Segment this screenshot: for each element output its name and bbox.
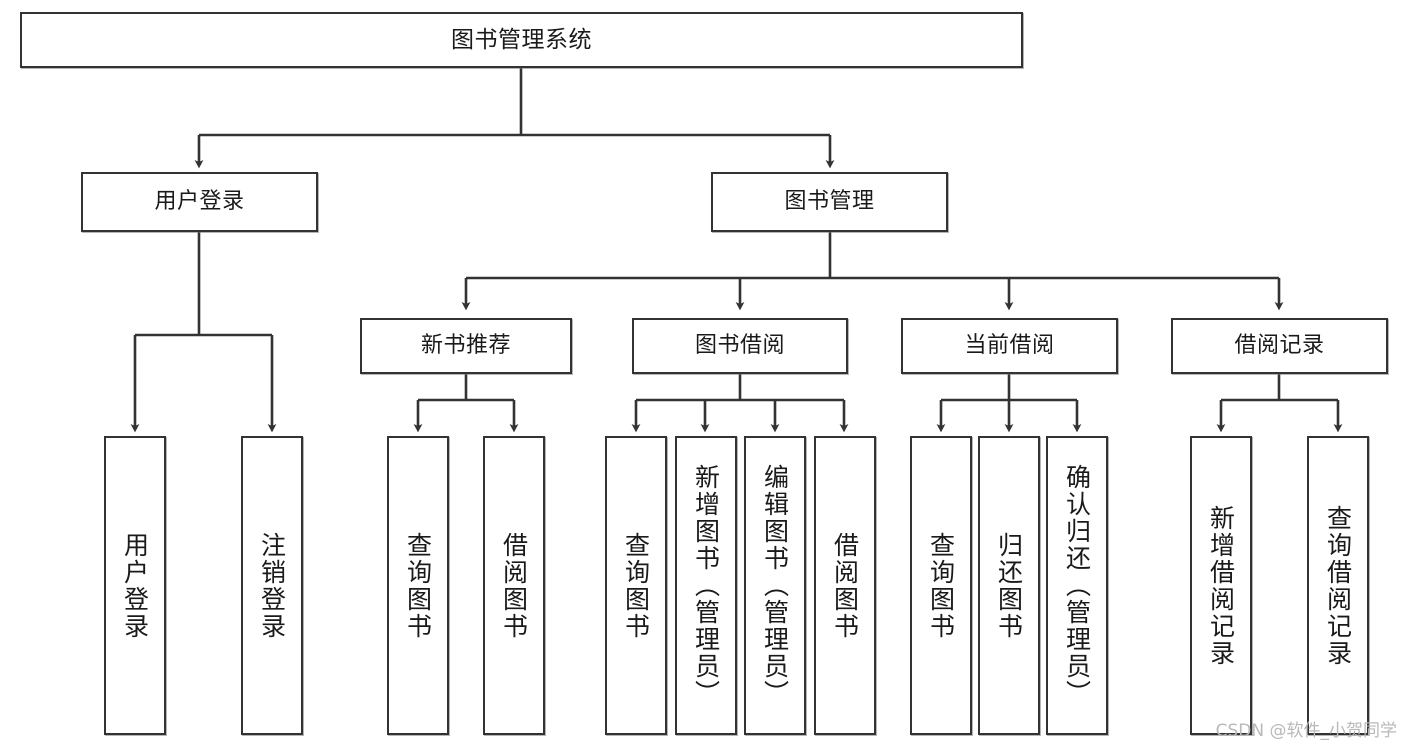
node-label: 借阅图书 xyxy=(499,531,529,640)
node-label: 归还图书 xyxy=(994,531,1024,640)
leaf-new-book-query[interactable]: 查询图书 xyxy=(387,436,449,735)
leaf-user-logout[interactable]: 注销登录 xyxy=(241,436,303,735)
leaf-user-login[interactable]: 用户登录 xyxy=(104,436,166,735)
node-label: 新增图书（管理员） xyxy=(691,464,721,707)
node-root-system[interactable]: 图书管理系统 xyxy=(20,12,1023,68)
node-label: 当前借阅 xyxy=(964,333,1055,359)
leaf-borrow-edit-book-admin[interactable]: 编辑图书（管理员） xyxy=(744,436,806,735)
node-label: 查询图书 xyxy=(403,531,433,640)
node-label: 查询图书 xyxy=(926,531,956,640)
node-label: 用户登录 xyxy=(120,531,150,640)
leaf-record-query-borrow-record[interactable]: 查询借阅记录 xyxy=(1307,436,1369,735)
node-label: 图书借阅 xyxy=(694,333,785,359)
node-label: 确认归还（管理员） xyxy=(1062,464,1092,707)
node-label: 注销登录 xyxy=(257,531,287,640)
node-label: 借阅图书 xyxy=(830,531,860,640)
leaf-record-add-borrow-record[interactable]: 新增借阅记录 xyxy=(1190,436,1252,735)
node-label: 新书推荐 xyxy=(420,333,511,359)
leaf-current-return-book[interactable]: 归还图书 xyxy=(978,436,1040,735)
leaf-borrow-query-book[interactable]: 查询图书 xyxy=(605,436,667,735)
leaf-current-confirm-return-admin[interactable]: 确认归还（管理员） xyxy=(1046,436,1108,735)
node-label: 图书管理系统 xyxy=(451,26,592,53)
node-label: 查询图书 xyxy=(621,531,651,640)
node-label: 编辑图书（管理员） xyxy=(760,464,790,707)
leaf-new-book-borrow[interactable]: 借阅图书 xyxy=(483,436,545,735)
node-label: 查询借阅记录 xyxy=(1323,504,1353,667)
leaf-borrow-borrow-book[interactable]: 借阅图书 xyxy=(814,436,876,735)
node-user-login-module[interactable]: 用户登录 xyxy=(81,172,318,232)
node-label: 借阅记录 xyxy=(1234,333,1325,359)
node-label: 图书管理 xyxy=(784,189,875,215)
csdn-watermark: CSDN @软件_小贺同学 xyxy=(1215,721,1397,741)
leaf-borrow-add-book-admin[interactable]: 新增图书（管理员） xyxy=(675,436,737,735)
node-new-book-recommend[interactable]: 新书推荐 xyxy=(360,318,572,374)
node-book-management-module[interactable]: 图书管理 xyxy=(711,172,948,232)
node-label: 用户登录 xyxy=(154,189,245,215)
node-book-borrow[interactable]: 图书借阅 xyxy=(632,318,848,374)
node-current-borrow[interactable]: 当前借阅 xyxy=(901,318,1118,374)
leaf-current-query-book[interactable]: 查询图书 xyxy=(910,436,972,735)
node-borrow-record[interactable]: 借阅记录 xyxy=(1171,318,1388,374)
node-label: 新增借阅记录 xyxy=(1206,504,1236,667)
